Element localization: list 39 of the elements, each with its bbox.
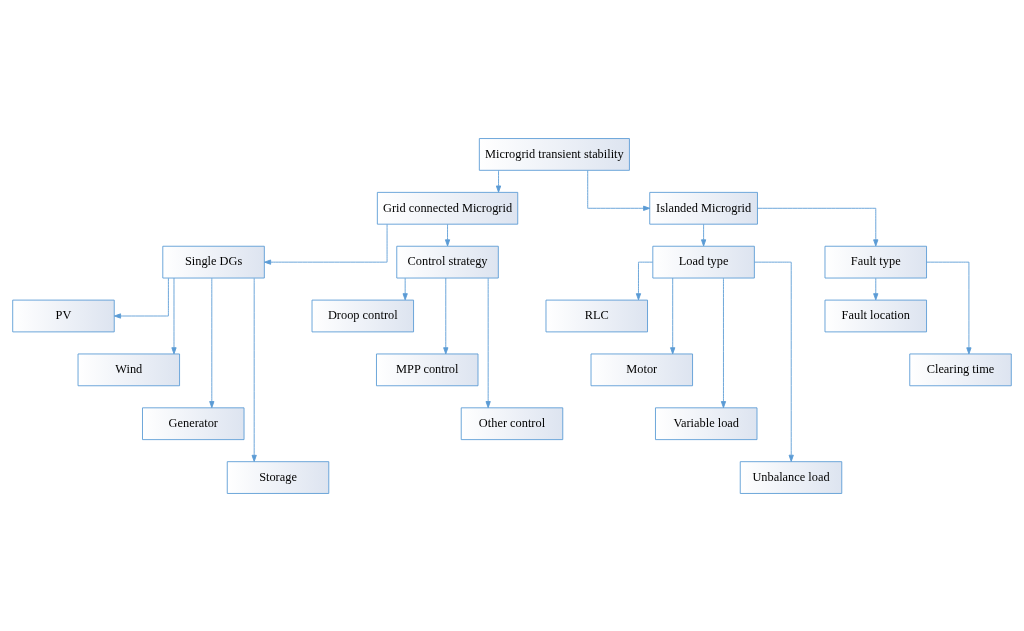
arrow [587, 169, 651, 211]
arrow [264, 223, 388, 265]
node-box: Load type [652, 245, 755, 278]
node-box: RLC [545, 299, 648, 332]
arrow [701, 223, 707, 246]
arrow [495, 169, 502, 193]
arrow [251, 277, 257, 462]
arrow [209, 277, 215, 408]
arrow [444, 223, 451, 246]
node-box: Other control [460, 406, 564, 440]
arrow [635, 261, 654, 300]
node-box: Single DGs [162, 245, 265, 278]
arrow [757, 207, 879, 246]
node-box: Storage [226, 460, 330, 494]
node-box: Droop control [311, 299, 414, 332]
arrow [754, 261, 794, 462]
node-box: MPP control [376, 353, 479, 386]
node-box: Generator [142, 406, 245, 440]
node-box: Control strategy [396, 245, 499, 278]
node-box: Microgrid transient stability [478, 137, 630, 171]
node-box: Grid connected Microgrid [376, 191, 519, 225]
arrow [485, 277, 491, 408]
arrow [171, 277, 177, 354]
arrow [402, 277, 408, 300]
arrow [443, 277, 449, 354]
node-box: Fault location [824, 299, 927, 332]
node-box: Variable load [655, 406, 758, 440]
node-box: Motor [590, 353, 693, 386]
arrow [720, 277, 727, 408]
arrow [926, 261, 972, 354]
arrow [873, 277, 879, 300]
arrow [670, 277, 676, 354]
arrow [113, 277, 169, 319]
node-box: Islanded Microgrid [649, 191, 758, 225]
node-box: Wind [77, 353, 180, 386]
node-box: Clearing time [909, 353, 1012, 386]
node-box: Unbalance load [739, 460, 843, 494]
node-box: Fault type [824, 245, 927, 278]
node-box: PV [12, 299, 115, 332]
